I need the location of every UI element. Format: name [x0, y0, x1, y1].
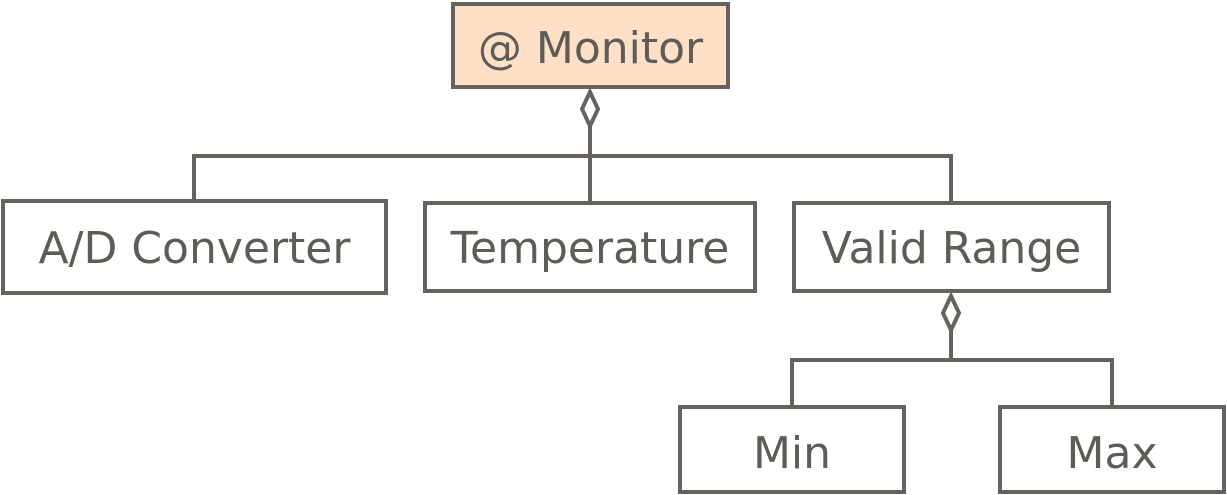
node-ad-converter-label: A/D Converter	[39, 223, 352, 274]
node-temperature-box	[423, 201, 757, 293]
node-min: Min	[678, 405, 906, 494]
node-valid-range-label: Valid Range	[822, 223, 1081, 274]
node-temperature: Temperature	[423, 201, 757, 293]
node-min-box	[678, 405, 906, 494]
node-monitor: @ Monitor	[451, 2, 730, 89]
node-min-label: Min	[753, 428, 831, 479]
node-valid-range: Valid Range	[792, 201, 1111, 293]
connector-valid-range-max	[951, 358, 1114, 407]
aggregation-diamond-valid-range	[940, 291, 962, 335]
node-monitor-box	[451, 2, 730, 89]
connector-monitor-valid-range	[590, 154, 953, 203]
connector-valid-range-min	[790, 358, 951, 407]
node-max-label: Max	[1067, 428, 1158, 479]
node-monitor-label: @ Monitor	[478, 23, 704, 74]
node-valid-range-box	[792, 201, 1111, 293]
node-max-box	[998, 405, 1226, 494]
node-ad-converter-box	[1, 199, 388, 295]
node-max: Max	[998, 405, 1226, 494]
node-temperature-label: Temperature	[450, 223, 730, 274]
node-ad-converter: A/D Converter	[1, 199, 388, 295]
aggregation-diamond-monitor	[579, 87, 601, 131]
connector-monitor-ad-converter	[192, 154, 590, 201]
